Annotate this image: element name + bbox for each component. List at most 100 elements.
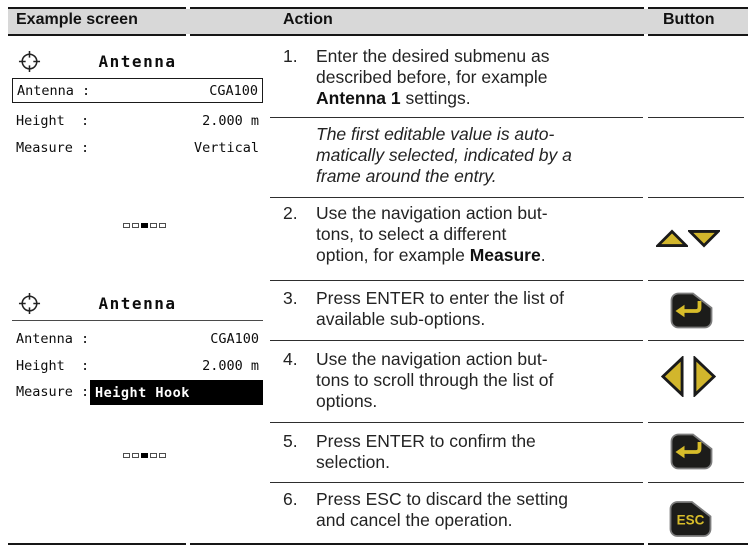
step-text: Use the navigation action but- tons to s… [316, 349, 651, 412]
down-triangle-icon [688, 230, 720, 248]
up-triangle-icon [656, 229, 688, 247]
step-text-part: Use the navigation action but- tons, to … [316, 203, 548, 265]
header-border-bottom [8, 34, 186, 36]
field-label: Measure : [12, 380, 90, 405]
row-divider [270, 482, 643, 483]
screen-title: Antenna [98, 52, 177, 71]
step-2: 2. Use the navigation action but- tons, … [283, 203, 651, 266]
step-number: 2. [283, 203, 298, 223]
screen-field-height: Height : 2.000 m [12, 358, 263, 374]
step-text-part: Press ESC to discard the setting and can… [316, 489, 568, 530]
esc-key-icon: ESC [669, 501, 712, 537]
right-triangle-icon [693, 356, 716, 397]
page-dot [123, 453, 130, 458]
step-text-part: Press ENTER to enter the list of availab… [316, 288, 565, 329]
table-border-bottom [190, 543, 644, 545]
field-value: CGA100 [210, 331, 259, 347]
page-indicator-dots [123, 223, 166, 228]
table-border-bottom [8, 543, 186, 545]
page-dot [132, 453, 139, 458]
field-label: Height : [16, 358, 90, 374]
field-value: 2.000 m [202, 358, 259, 374]
field-label: Measure : [16, 140, 90, 156]
page-dot [123, 223, 130, 228]
page-dot-active [141, 223, 148, 228]
step-text: Press ENTER to confirm the selection. [316, 431, 651, 473]
step-number: 3. [283, 288, 298, 308]
step-text-part: Use the navigation action but- tons to s… [316, 349, 554, 411]
screen-title: Antenna [98, 294, 177, 313]
step-text: Press ENTER to enter the list of availab… [316, 288, 651, 330]
column-header-action: Action [283, 11, 333, 28]
field-value-selected: Height Hook [95, 384, 190, 401]
field-value: Vertical [193, 140, 259, 156]
page-dot [159, 453, 166, 458]
note-text: The first editable value is auto- matica… [316, 124, 572, 186]
step-6: 6. Press ESC to discard the setting and … [283, 489, 651, 531]
row-divider [648, 280, 744, 281]
table-header-background [8, 9, 748, 34]
nav-left-right-buttons [661, 356, 716, 397]
row-divider [648, 340, 744, 341]
step-text: Enter the desired submenu as described b… [316, 46, 651, 109]
page-indicator-dots [123, 453, 166, 458]
left-triangle-icon [661, 356, 684, 397]
field-label: Antenna : [17, 82, 91, 99]
step-text-part: settings. [400, 88, 471, 108]
step-3: 3. Press ENTER to enter the list of avai… [283, 288, 651, 330]
step-text: Press ESC to discard the setting and can… [316, 489, 651, 531]
header-border-bottom [190, 34, 644, 36]
screen-title-divider [12, 320, 263, 321]
row-divider [270, 422, 643, 423]
table-border-top [190, 7, 644, 9]
page-dot [150, 223, 157, 228]
note-auto-selection: The first editable value is auto- matica… [283, 124, 651, 187]
column-header-example-screen: Example screen [16, 11, 138, 28]
field-value: CGA100 [209, 82, 258, 99]
step-4: 4. Use the navigation action but- tons t… [283, 349, 651, 412]
page-dot [132, 223, 139, 228]
nav-up-down-buttons [656, 229, 720, 248]
row-divider [270, 117, 643, 118]
step-text: Use the navigation action but- tons, to … [316, 203, 651, 266]
row-divider [270, 340, 643, 341]
field-label: Antenna : [16, 331, 90, 347]
row-divider [648, 422, 744, 423]
table-border-top [8, 7, 186, 9]
row-divider [648, 197, 744, 198]
screen-field-measure: Measure : Vertical [12, 140, 263, 156]
step-text-part: Enter the desired submenu as described b… [316, 46, 550, 87]
esc-key-label: ESC [677, 513, 705, 528]
row-divider [648, 117, 744, 118]
column-header-button: Button [663, 11, 715, 28]
field-value: 2.000 m [202, 113, 259, 129]
step-5: 5. Press ENTER to confirm the selection. [283, 431, 651, 473]
page-dot [150, 453, 157, 458]
row-divider [270, 197, 643, 198]
position-crosshair-icon [18, 292, 41, 315]
step-text-bold: Antenna 1 [316, 88, 401, 108]
field-label: Height : [16, 113, 90, 129]
screen-field-measure-highlighted: Measure : Height Hook [12, 380, 263, 405]
step-text-part: . [540, 245, 546, 265]
enter-key-icon [670, 292, 713, 329]
step-1: 1. Enter the desired submenu as describe… [283, 46, 651, 109]
step-number: 5. [283, 431, 298, 451]
table-border-top [648, 7, 748, 9]
step-text-part: Press ENTER to confirm the selection. [316, 431, 536, 472]
step-number: 6. [283, 489, 298, 509]
header-border-bottom [648, 34, 748, 36]
row-divider [270, 280, 643, 281]
step-text-bold: Measure [469, 245, 541, 265]
table-border-bottom [648, 543, 748, 545]
page-dot [159, 223, 166, 228]
screen-field-antenna: Antenna : CGA100 [12, 331, 263, 347]
page-dot-active [141, 453, 148, 458]
row-divider [648, 482, 744, 483]
step-number: 4. [283, 349, 298, 369]
screen-field-height: Height : 2.000 m [12, 113, 263, 129]
enter-key-icon [670, 433, 713, 470]
step-number: 1. [283, 46, 298, 66]
position-crosshair-icon [18, 50, 41, 73]
